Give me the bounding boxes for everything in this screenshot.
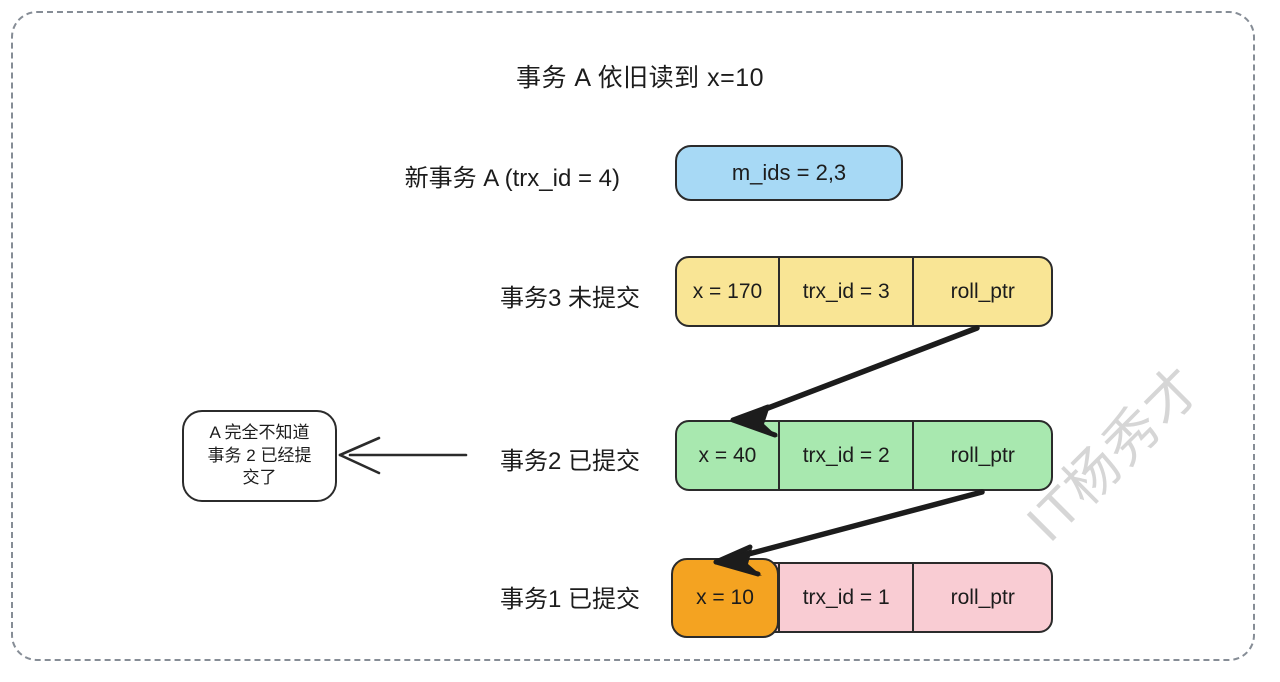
cell-roll-ptr: roll_ptr <box>912 422 1051 489</box>
cell-roll-ptr: roll_ptr <box>912 564 1051 631</box>
page-title: 事务 A 依旧读到 x=10 <box>515 64 765 92</box>
cell-value: x = 170 <box>692 279 763 303</box>
cell-roll-ptr: roll_ptr <box>912 258 1051 325</box>
cell-trx-id: trx_id = 2 <box>777 422 913 489</box>
record-row-trx2: x = 40 trx_id = 2 roll_ptr <box>675 420 1053 491</box>
record-row-trx3: x = 170 trx_id = 3 roll_ptr <box>675 256 1053 327</box>
label-new-transaction-a: 新事务 A (trx_id = 4) <box>404 165 620 192</box>
cell-value: x = 40 <box>698 443 757 467</box>
cell-trx-id: trx_id = 3 <box>777 258 913 325</box>
dashed-frame-border <box>11 11 1255 661</box>
label-transaction-1: 事务1 已提交 <box>499 586 640 613</box>
note-line-1: A 完全不知道 <box>209 422 310 442</box>
highlighted-cell-x-10: x = 10 <box>671 558 779 638</box>
note-line-2: 事务 2 已经提 <box>207 445 312 465</box>
label-transaction-3: 事务3 未提交 <box>499 285 640 312</box>
note-bubble: A 完全不知道 事务 2 已经提 交了 <box>182 410 337 502</box>
cell-trx-id: trx_id = 1 <box>777 564 913 631</box>
note-line-3: 交了 <box>242 468 277 488</box>
m-ids-box: m_ids = 2,3 <box>675 145 903 201</box>
label-transaction-2: 事务2 已提交 <box>499 448 640 475</box>
